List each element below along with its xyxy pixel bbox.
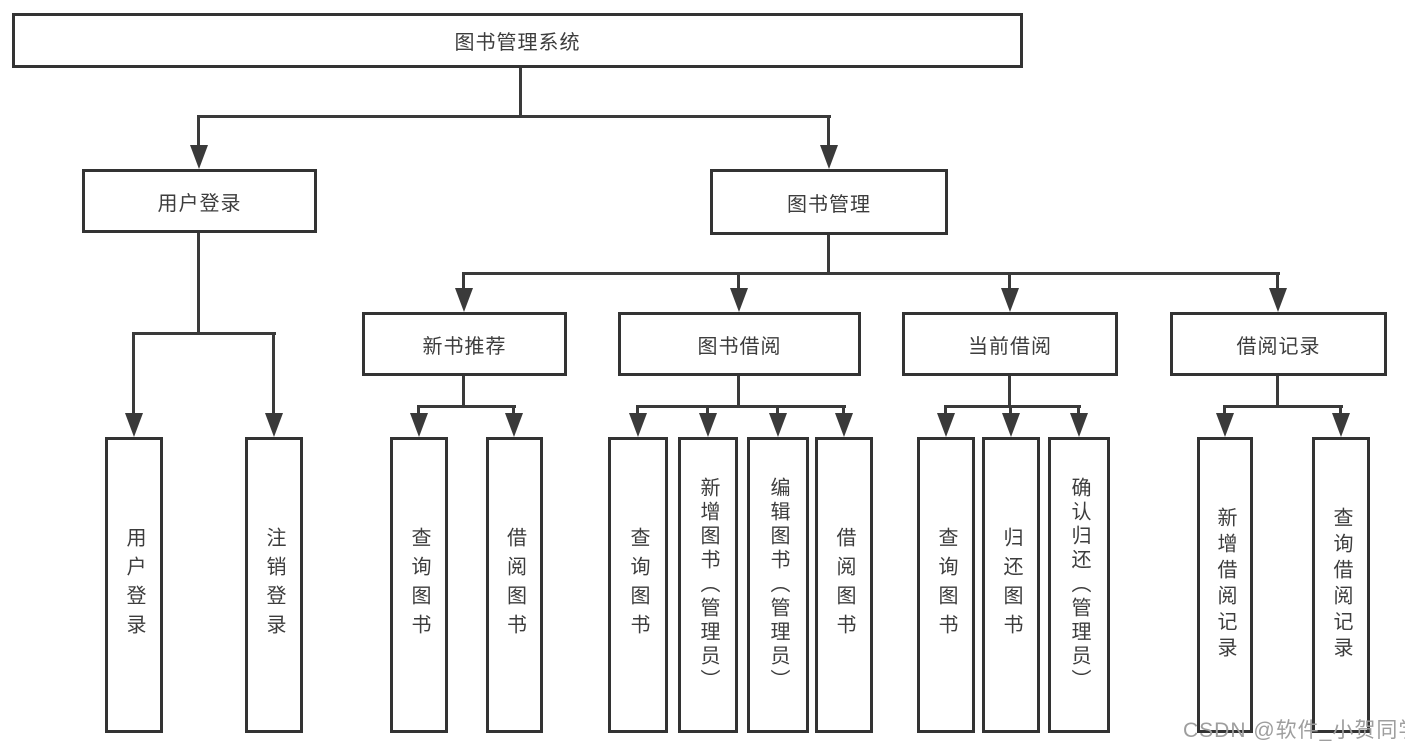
- node-label: 新书推荐: [422, 335, 507, 358]
- connector-line: [272, 332, 275, 416]
- connector-line: [417, 405, 516, 408]
- connector-line: [132, 332, 135, 416]
- connector-line: [1008, 376, 1011, 408]
- connector-line: [1339, 405, 1342, 417]
- leaf-borrow-books: 借阅图书: [815, 437, 873, 733]
- leaf-confirm-return-admin: 确认归还（管理员）: [1048, 437, 1110, 733]
- connector-line: [417, 405, 420, 417]
- leaf-label: 借阅图书: [503, 527, 526, 643]
- connector-line: [636, 405, 639, 417]
- connector-line: [1223, 405, 1226, 417]
- connector-line: [706, 405, 709, 417]
- leaf-edit-books-admin: 编辑图书（管理员）: [747, 437, 809, 733]
- leaf-borrow-books-recommend: 借阅图书: [486, 437, 543, 733]
- connector-line: [462, 376, 465, 408]
- connector-line: [1276, 376, 1279, 408]
- arrow-down-icon: [1216, 413, 1234, 437]
- node-new-book-recommend: 新书推荐: [362, 312, 567, 376]
- arrow-down-icon: [820, 145, 838, 169]
- arrow-down-icon: [730, 288, 748, 312]
- connector-line: [1009, 405, 1012, 417]
- arrow-down-icon: [769, 413, 787, 437]
- arrow-down-icon: [1002, 413, 1020, 437]
- connector-line: [197, 233, 200, 334]
- node-library-management-system: 图书管理系统: [12, 13, 1023, 68]
- connector-line: [827, 115, 830, 149]
- node-label: 图书借阅: [697, 335, 782, 358]
- arrow-down-icon: [629, 413, 647, 437]
- arrow-down-icon: [699, 413, 717, 437]
- connector-line: [1223, 405, 1343, 408]
- connector-line: [1077, 405, 1080, 417]
- leaf-label: 确认归还（管理员）: [1068, 477, 1090, 693]
- connector-line: [1276, 272, 1279, 292]
- leaf-label: 查询图书: [935, 527, 957, 643]
- leaf-label: 查询图书: [408, 527, 430, 643]
- connector-line: [462, 272, 1280, 275]
- connector-line: [842, 405, 845, 417]
- connector-line: [197, 115, 831, 118]
- connector-line: [197, 115, 200, 149]
- leaf-query-books-recommend: 查询图书: [390, 437, 448, 733]
- arrow-down-icon: [1332, 413, 1350, 437]
- arrow-down-icon: [190, 145, 208, 169]
- arrow-down-icon: [410, 413, 428, 437]
- arrow-down-icon: [505, 413, 523, 437]
- connector-line: [737, 272, 740, 292]
- connector-line: [944, 405, 947, 417]
- leaf-label: 新增图书（管理员）: [697, 477, 719, 693]
- node-label: 图书管理系统: [454, 32, 581, 54]
- node-borrow-records: 借阅记录: [1170, 312, 1387, 376]
- connector-line: [462, 272, 465, 292]
- node-book-management: 图书管理: [710, 169, 948, 235]
- node-current-borrowing: 当前借阅: [902, 312, 1118, 376]
- connector-line: [776, 405, 779, 417]
- arrow-down-icon: [1070, 413, 1088, 437]
- node-label: 借阅记录: [1236, 335, 1321, 358]
- node-user-login: 用户登录: [82, 169, 317, 233]
- leaf-label: 查询图书: [627, 527, 649, 643]
- node-book-borrowing: 图书借阅: [618, 312, 861, 376]
- leaf-label: 注销登录: [263, 527, 285, 643]
- leaf-label: 用户登录: [123, 527, 145, 643]
- arrow-down-icon: [125, 413, 143, 437]
- arrow-down-icon: [937, 413, 955, 437]
- arrow-down-icon: [455, 288, 473, 312]
- leaf-query-books-current: 查询图书: [917, 437, 975, 733]
- arrow-down-icon: [1269, 288, 1287, 312]
- connector-line: [132, 332, 276, 335]
- arrow-down-icon: [265, 413, 283, 437]
- node-label: 当前借阅: [968, 335, 1052, 358]
- leaf-label: 查询借阅记录: [1330, 507, 1352, 663]
- node-label: 图书管理: [787, 193, 871, 216]
- connector-line: [737, 376, 740, 408]
- leaf-add-borrow-record: 新增借阅记录: [1197, 437, 1253, 733]
- node-label: 用户登录: [157, 192, 242, 215]
- connector-line: [827, 235, 830, 275]
- connector-line: [636, 405, 846, 408]
- csdn-watermark: CSDN @软件_小贺同学: [1183, 719, 1405, 742]
- leaf-label: 借阅图书: [833, 527, 855, 643]
- leaf-add-books-admin: 新增图书（管理员）: [678, 437, 738, 733]
- leaf-logout: 注销登录: [245, 437, 303, 733]
- leaf-return-books: 归还图书: [982, 437, 1040, 733]
- connector-line: [1008, 272, 1011, 292]
- leaf-query-books-borrowing: 查询图书: [608, 437, 668, 733]
- connector-line: [519, 68, 522, 118]
- leaf-label: 编辑图书（管理员）: [767, 477, 789, 693]
- leaf-label: 新增借阅记录: [1214, 507, 1236, 663]
- arrow-down-icon: [835, 413, 853, 437]
- connector-line: [512, 405, 515, 417]
- arrow-down-icon: [1001, 288, 1019, 312]
- connector-line: [944, 405, 1081, 408]
- leaf-user-login: 用户登录: [105, 437, 163, 733]
- leaf-label: 归还图书: [1000, 527, 1022, 643]
- leaf-query-borrow-record: 查询借阅记录: [1312, 437, 1370, 733]
